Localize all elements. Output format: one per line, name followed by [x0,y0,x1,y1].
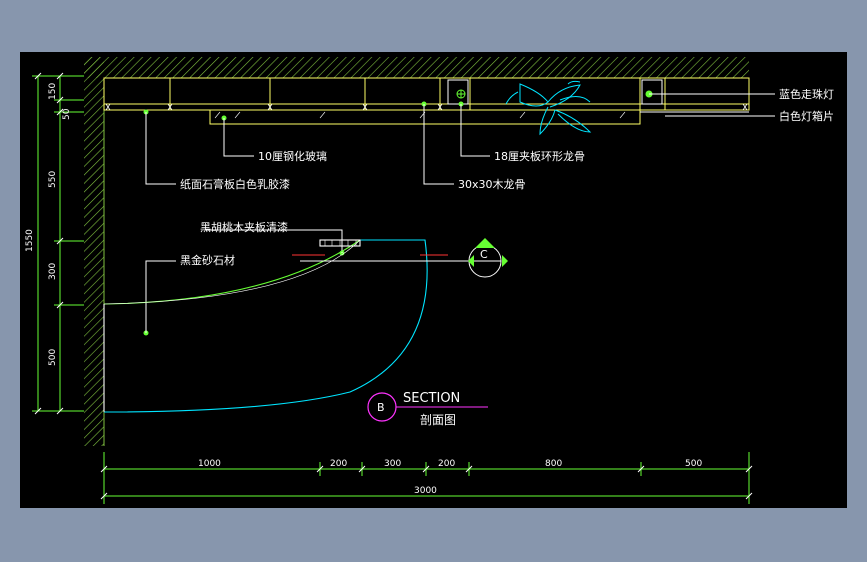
leaf-ornament-icon [505,80,592,136]
ceiling-structure [103,77,750,125]
dim-vertical-2: 50 [62,108,72,120]
label-blue-lamp: 蓝色走珠灯 [779,87,834,101]
section-title: SECTION [403,391,460,406]
dim-vertical-5: 500 [48,349,58,366]
counter-profile [103,239,470,413]
dim-horizontal-total: 3000 [414,486,437,496]
vertical-dimensions [32,75,84,412]
wall-hatch-left [84,57,104,446]
section-drawing: 蓝色走珠灯 白色灯箱片 10厘钢化玻璃 18厘夹板环形龙骨 纸面石膏板白色乳胶漆… [25,57,834,504]
dim-vertical-4: 300 [48,263,58,280]
dim-horizontal-4: 200 [438,459,455,469]
cut-marker-label: C [480,248,488,261]
label-gypsum-board: 纸面石膏板白色乳胶漆 [180,177,290,191]
dim-horizontal-2: 200 [330,459,347,469]
wall-hatch-top [84,57,749,78]
dim-horizontal-5: 800 [545,459,562,469]
label-walnut-plywood: 黑胡桃木夹板清漆 [200,220,288,234]
dim-vertical-3: 550 [48,171,58,188]
section-marker-icon: B [377,401,385,414]
label-tempered-glass: 10厘钢化玻璃 [258,149,327,163]
label-black-granite: 黑金砂石材 [180,253,235,267]
dim-vertical-total: 1550 [25,229,35,252]
cad-drawing-canvas: 蓝色走珠灯 白色灯箱片 10厘钢化玻璃 18厘夹板环形龙骨 纸面石膏板白色乳胶漆… [20,52,847,508]
blue-lamp-icon [456,89,653,99]
dim-horizontal-6: 500 [685,459,702,469]
dim-vertical-1: 150 [48,83,58,100]
label-white-lightbox: 白色灯箱片 [779,109,834,123]
dim-horizontal-1: 1000 [198,459,221,469]
dim-horizontal-3: 300 [384,459,401,469]
cut-marker-icon: C [468,238,508,278]
label-wood-keel: 30x30木龙骨 [458,178,526,191]
label-plywood-keel: 18厘夹板环形龙骨 [494,149,585,163]
section-subtitle: 剖面图 [420,413,456,427]
section-title-block: B SECTION 剖面图 [367,391,488,427]
